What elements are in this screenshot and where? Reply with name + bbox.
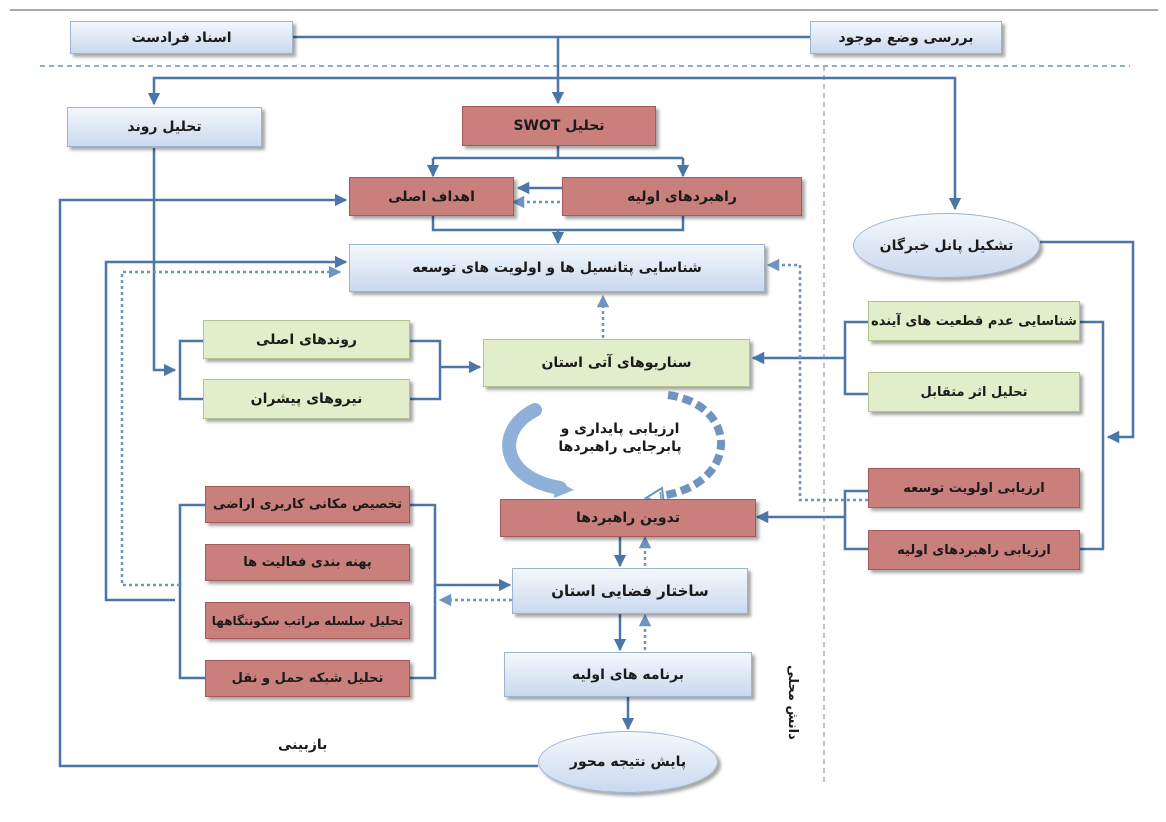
future-scenarios-box: سناریوهای آتی استان [483, 339, 750, 387]
main-trends-box: روندهای اصلی [203, 320, 410, 359]
curved-arrow-right-icon [659, 391, 725, 500]
main-goals-box: اهداف اصلی [349, 177, 514, 216]
driving-forces-box: نیروهای پیشران [203, 379, 410, 419]
spatial-structure-box: ساختار فضایی استان [512, 568, 748, 614]
land-use-box: تخصیص مکانی کاربری اراضی [205, 486, 410, 523]
initial-strategies-box: راهبردهای اولیه [562, 177, 802, 216]
potentials-priorities-box: شناسایی پتانسیل ها و اولویت های توسعه [349, 244, 765, 292]
settlement-hierarchy-box: تحلیل سلسله مراتب سکونتگاهها [205, 602, 410, 639]
activity-zoning-box: پهنه بندی فعالیت ها [205, 544, 410, 581]
trend-analysis-box: تحلیل روند [67, 107, 262, 147]
current-status-review-box: بررسی وضع موجود [810, 21, 1002, 54]
upstream-documents-box: اسناد فرادست [70, 21, 293, 54]
results-monitoring-ellipse: پایش نتیجه محور [538, 731, 718, 793]
cross-impact-box: تحلیل اثر متقابل [868, 372, 1080, 412]
curved-arrow-left-icon [502, 403, 567, 495]
revision-label: بازبینی [278, 737, 328, 753]
transport-network-box: تحلیل شبکه حمل و نقل [205, 660, 410, 697]
local-knowledge-label: دانش محلی [785, 665, 800, 740]
dev-priority-eval-box: ارزیابی اولویت توسعه [868, 468, 1080, 508]
initial-strategy-eval-box: ارزیابی راهبردهای اولیه [868, 530, 1080, 570]
initial-programs-box: برنامه های اولیه [504, 652, 752, 697]
swot-analysis-box: تحلیل SWOT [462, 106, 656, 146]
future-uncertainty-box: شناسایی عدم قطعیت های آینده [868, 301, 1080, 341]
sustainability-label: ارزیابی پایداری و پابرجایی راهبردها [558, 421, 682, 455]
expert-panel-ellipse: تشکیل پانل خبرگان [853, 213, 1040, 278]
strategy-formulation-box: تدوین راهبردها [500, 499, 756, 537]
